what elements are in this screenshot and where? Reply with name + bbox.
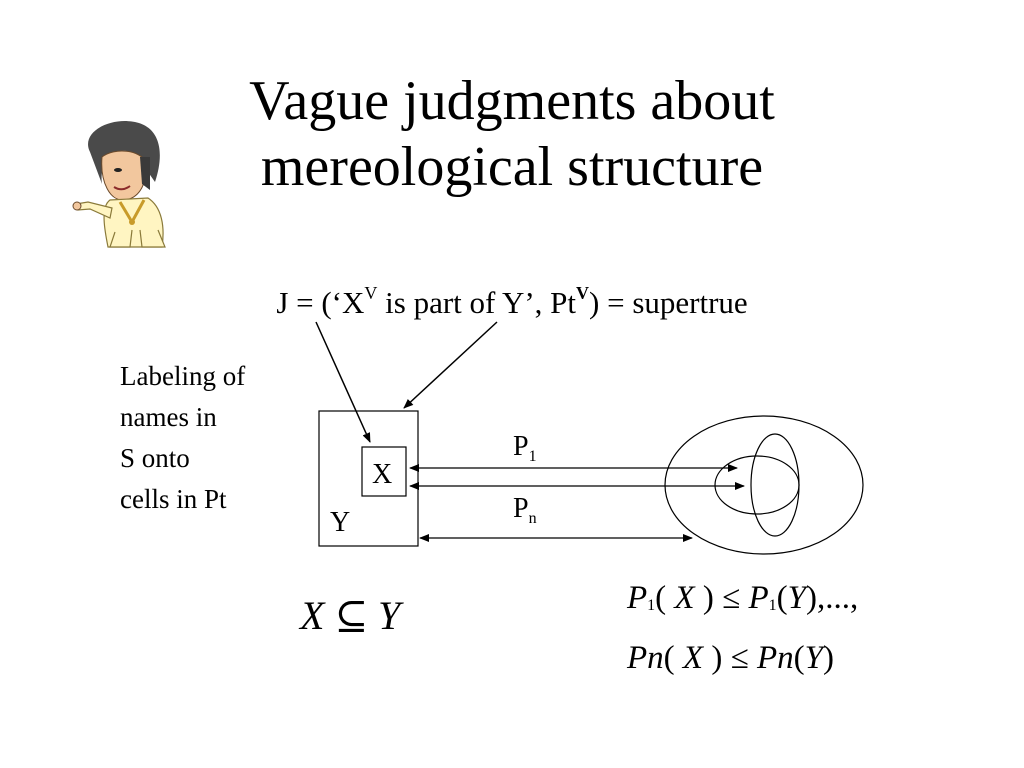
outer-region-ellipse xyxy=(664,415,864,555)
cell-y-label: Y xyxy=(330,507,350,538)
inequality-line-2: Pn( X ) ≤ Pn(Y) xyxy=(627,640,834,676)
formula-suffix: ) = supertrue xyxy=(589,285,748,320)
labeling-line-2: names in xyxy=(120,402,217,432)
character-legs xyxy=(109,229,166,248)
character-hair xyxy=(88,121,160,184)
cell-x-box xyxy=(361,446,407,497)
cartoon-character-icon xyxy=(72,121,166,248)
inner-region-ellipse-b xyxy=(714,455,800,515)
ineq1-p-b: P xyxy=(748,580,769,616)
ineq1-p-a: P xyxy=(627,580,648,616)
title-line-1: Vague judgments about xyxy=(249,70,775,132)
ineq2-leq: ≤ xyxy=(730,640,749,676)
labeling-line-1: Labeling of xyxy=(120,361,246,391)
formula-sup-v-bold: V xyxy=(576,283,590,303)
ineq1-arg-b: Y xyxy=(787,580,806,616)
labeling-line-3: S onto xyxy=(120,443,190,473)
label-pn-sub: n xyxy=(529,510,537,527)
label-pn: Pn xyxy=(513,493,537,527)
ineq1-sub-a: 1 xyxy=(647,597,656,614)
label-p1-sub: 1 xyxy=(529,448,537,465)
formula-sup-v: V xyxy=(364,283,378,303)
labeling-line-4: cells in Pt xyxy=(120,484,227,514)
judgment-formula: J = (‘XV is part of Y’, PtV) = supertrue xyxy=(0,283,1024,321)
character-sideburn xyxy=(140,157,150,190)
ineq1-sub-b: 1 xyxy=(768,597,777,614)
formula-middle: is part of Y’, Pt xyxy=(377,285,577,320)
character-eye xyxy=(114,168,122,172)
ineq1-tail: ,..., xyxy=(817,580,859,616)
page-title: Vague judgments about mereological struc… xyxy=(0,68,1024,200)
character-face xyxy=(101,150,147,201)
title-line-2: mereological structure xyxy=(260,136,764,198)
pointer-arrow-pt xyxy=(403,321,498,409)
inequality-line-1: P1( X ) ≤ P1(Y),..., xyxy=(627,580,859,616)
ineq2-pn-a: Pn xyxy=(627,640,664,676)
subset-right: Y xyxy=(377,593,401,638)
cell-x-label: X xyxy=(372,459,392,490)
ineq1-leq: ≤ xyxy=(722,580,741,616)
formula-prefix: J = (‘X xyxy=(276,285,365,320)
character-mouth xyxy=(113,185,131,191)
labeling-note: Labeling of names in S onto cells in Pt xyxy=(120,356,245,520)
ineq2-arg-b: Y xyxy=(804,640,823,676)
ineq1-arg-a: X xyxy=(674,580,695,616)
label-p1-base: P xyxy=(513,431,529,462)
subset-relation: X⊆Y xyxy=(300,592,400,639)
label-pn-base: P xyxy=(513,493,529,524)
cell-y-box xyxy=(318,410,419,547)
inner-region-ellipse-a xyxy=(750,433,800,537)
pointer-arrow-x xyxy=(315,321,371,443)
ineq2-pn-b: Pn xyxy=(756,640,794,676)
subset-left: X xyxy=(300,593,325,638)
subset-symbol: ⊆ xyxy=(334,593,368,638)
label-p1: P1 xyxy=(513,431,537,465)
ineq2-arg-a: X xyxy=(682,640,704,676)
